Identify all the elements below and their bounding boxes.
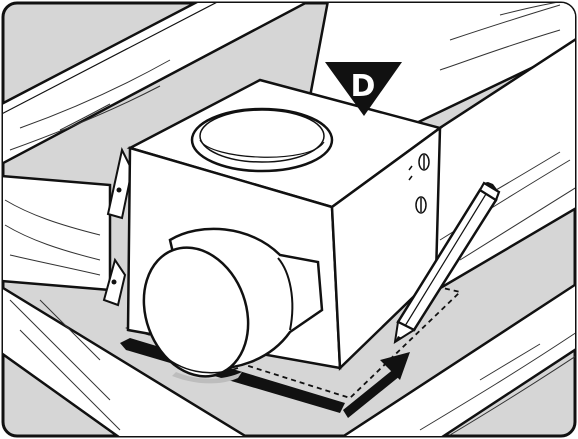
joist-left <box>3 173 112 292</box>
round-duct-collar <box>142 227 324 384</box>
joist-top <box>3 3 331 173</box>
callout-letter: D <box>351 69 376 104</box>
top-round-outlet <box>190 107 334 173</box>
mounting-bracket-left <box>102 147 134 307</box>
pencil-icon <box>393 181 501 345</box>
joist-bottom <box>3 277 265 436</box>
callout-marker: D <box>325 62 402 116</box>
